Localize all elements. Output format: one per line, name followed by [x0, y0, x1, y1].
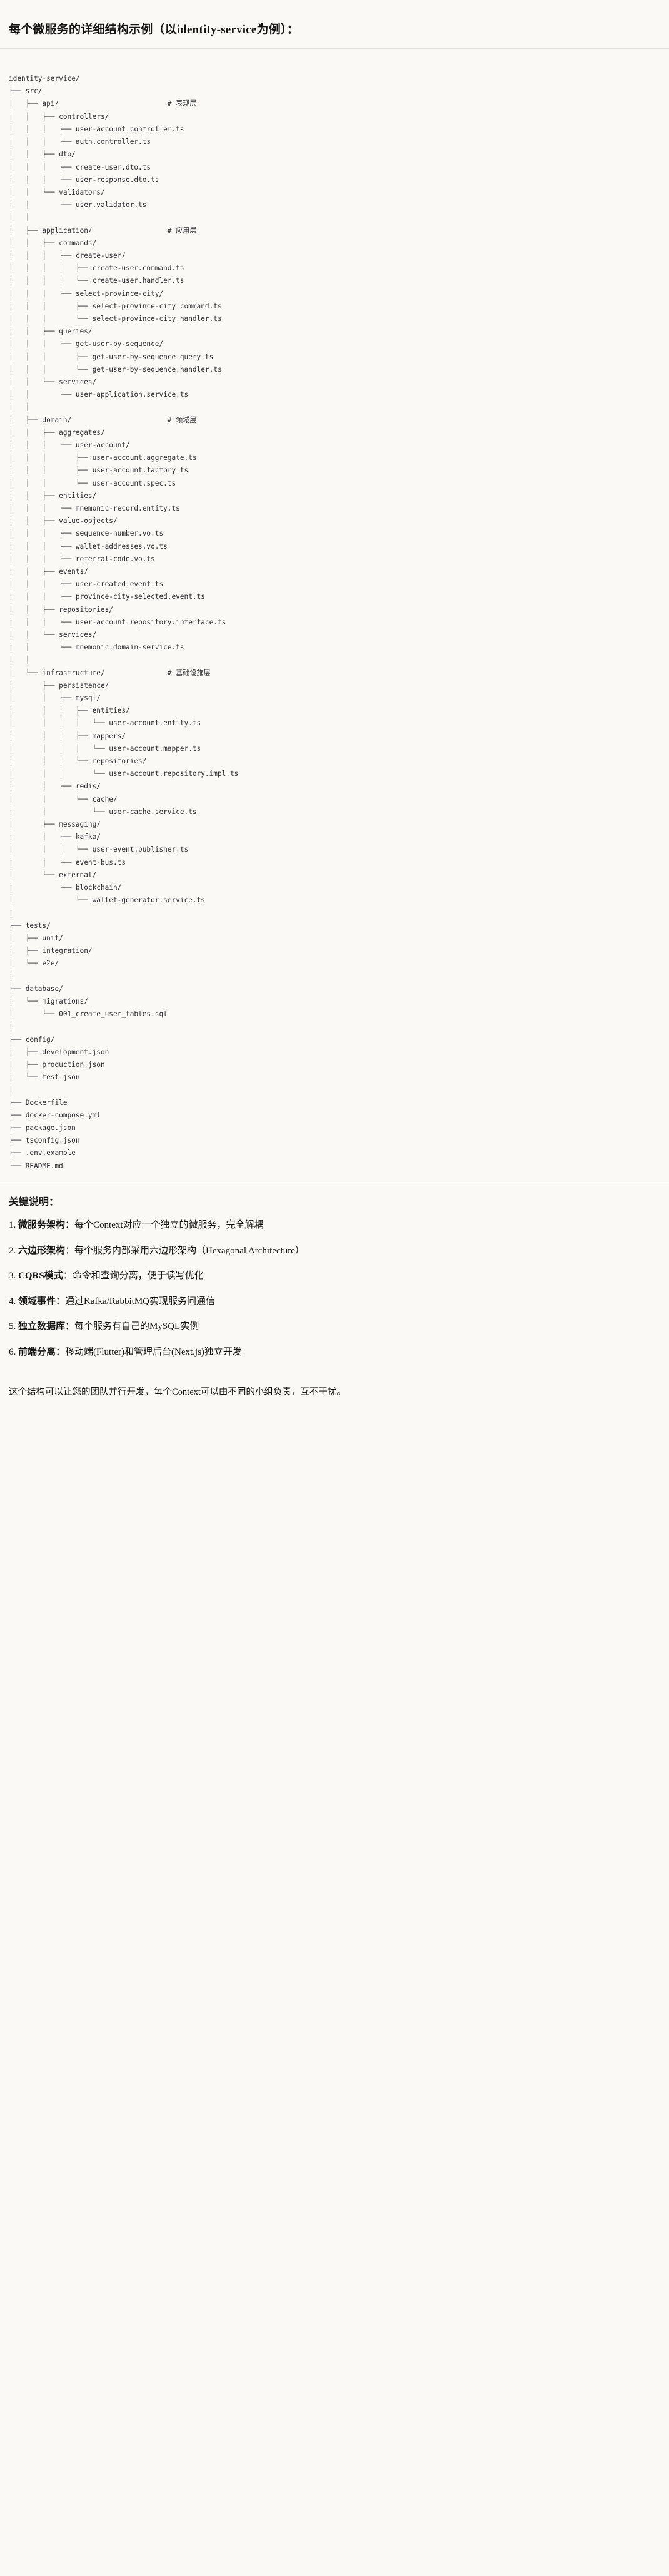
key-note-item: CQRS模式：命令和查询分离，便于读写优化 [9, 1269, 660, 1283]
key-note-separator: ： [65, 1321, 75, 1332]
key-note-separator: ： [63, 1271, 73, 1281]
key-note-description: 通过Kafka/RabbitMQ实现服务间通信 [65, 1296, 216, 1306]
directory-tree: identity-service/ ├── src/ │ ├── api/ # … [9, 74, 239, 1170]
key-note-item: 微服务架构：每个Context对应一个独立的微服务，完全解耦 [9, 1218, 660, 1233]
key-note-term: 六边形架构 [18, 1245, 66, 1256]
key-note-item: 独立数据库：每个服务有自己的MySQL实例 [9, 1320, 660, 1334]
key-note-term: 独立数据库 [18, 1321, 66, 1332]
key-note-separator: ： [56, 1296, 66, 1306]
key-note-description: 移动端(Flutter)和管理后台(Next.js)独立开发 [65, 1347, 242, 1357]
key-note-term: 前端分离 [18, 1347, 56, 1357]
key-note-separator: ： [56, 1347, 66, 1357]
key-note-description: 每个服务内部采用六边形架构（Hexagonal Architecture） [74, 1245, 304, 1256]
key-note-description: 命令和查询分离，便于读写优化 [72, 1271, 204, 1281]
key-note-description: 每个服务有自己的MySQL实例 [74, 1321, 199, 1332]
key-note-separator: ： [65, 1245, 75, 1256]
key-note-separator: ： [65, 1220, 75, 1231]
directory-tree-block: identity-service/ ├── src/ │ ├── api/ # … [0, 59, 669, 1183]
key-note-item: 前端分离：移动端(Flutter)和管理后台(Next.js)独立开发 [9, 1345, 660, 1360]
key-notes-title: 关键说明： [9, 1196, 59, 1208]
key-note-term: 微服务架构 [18, 1220, 66, 1231]
page-title: 每个微服务的详细结构示例（以identity-service为例）： [0, 10, 669, 49]
key-note-term: 领域事件 [18, 1296, 56, 1306]
key-note-description: 每个Context对应一个独立的微服务，完全解耦 [74, 1220, 264, 1231]
key-notes-list: 微服务架构：每个Context对应一个独立的微服务，完全解耦六边形架构：每个服务… [9, 1218, 660, 1359]
document-page: 每个微服务的详细结构示例（以identity-service为例）： ident… [0, 9, 669, 1417]
key-note-item: 六边形架构：每个服务内部采用六边形架构（Hexagonal Architectu… [9, 1244, 660, 1258]
key-notes-section: 关键说明： 微服务架构：每个Context对应一个独立的微服务，完全解耦六边形架… [0, 1183, 669, 1377]
key-note-item: 领域事件：通过Kafka/RabbitMQ实现服务间通信 [9, 1295, 660, 1309]
key-note-term: CQRS模式 [18, 1271, 63, 1281]
closing-paragraph: 这个结构可以让您的团队并行开发，每个Context可以由不同的小组负责，互不干扰… [9, 1387, 346, 1398]
